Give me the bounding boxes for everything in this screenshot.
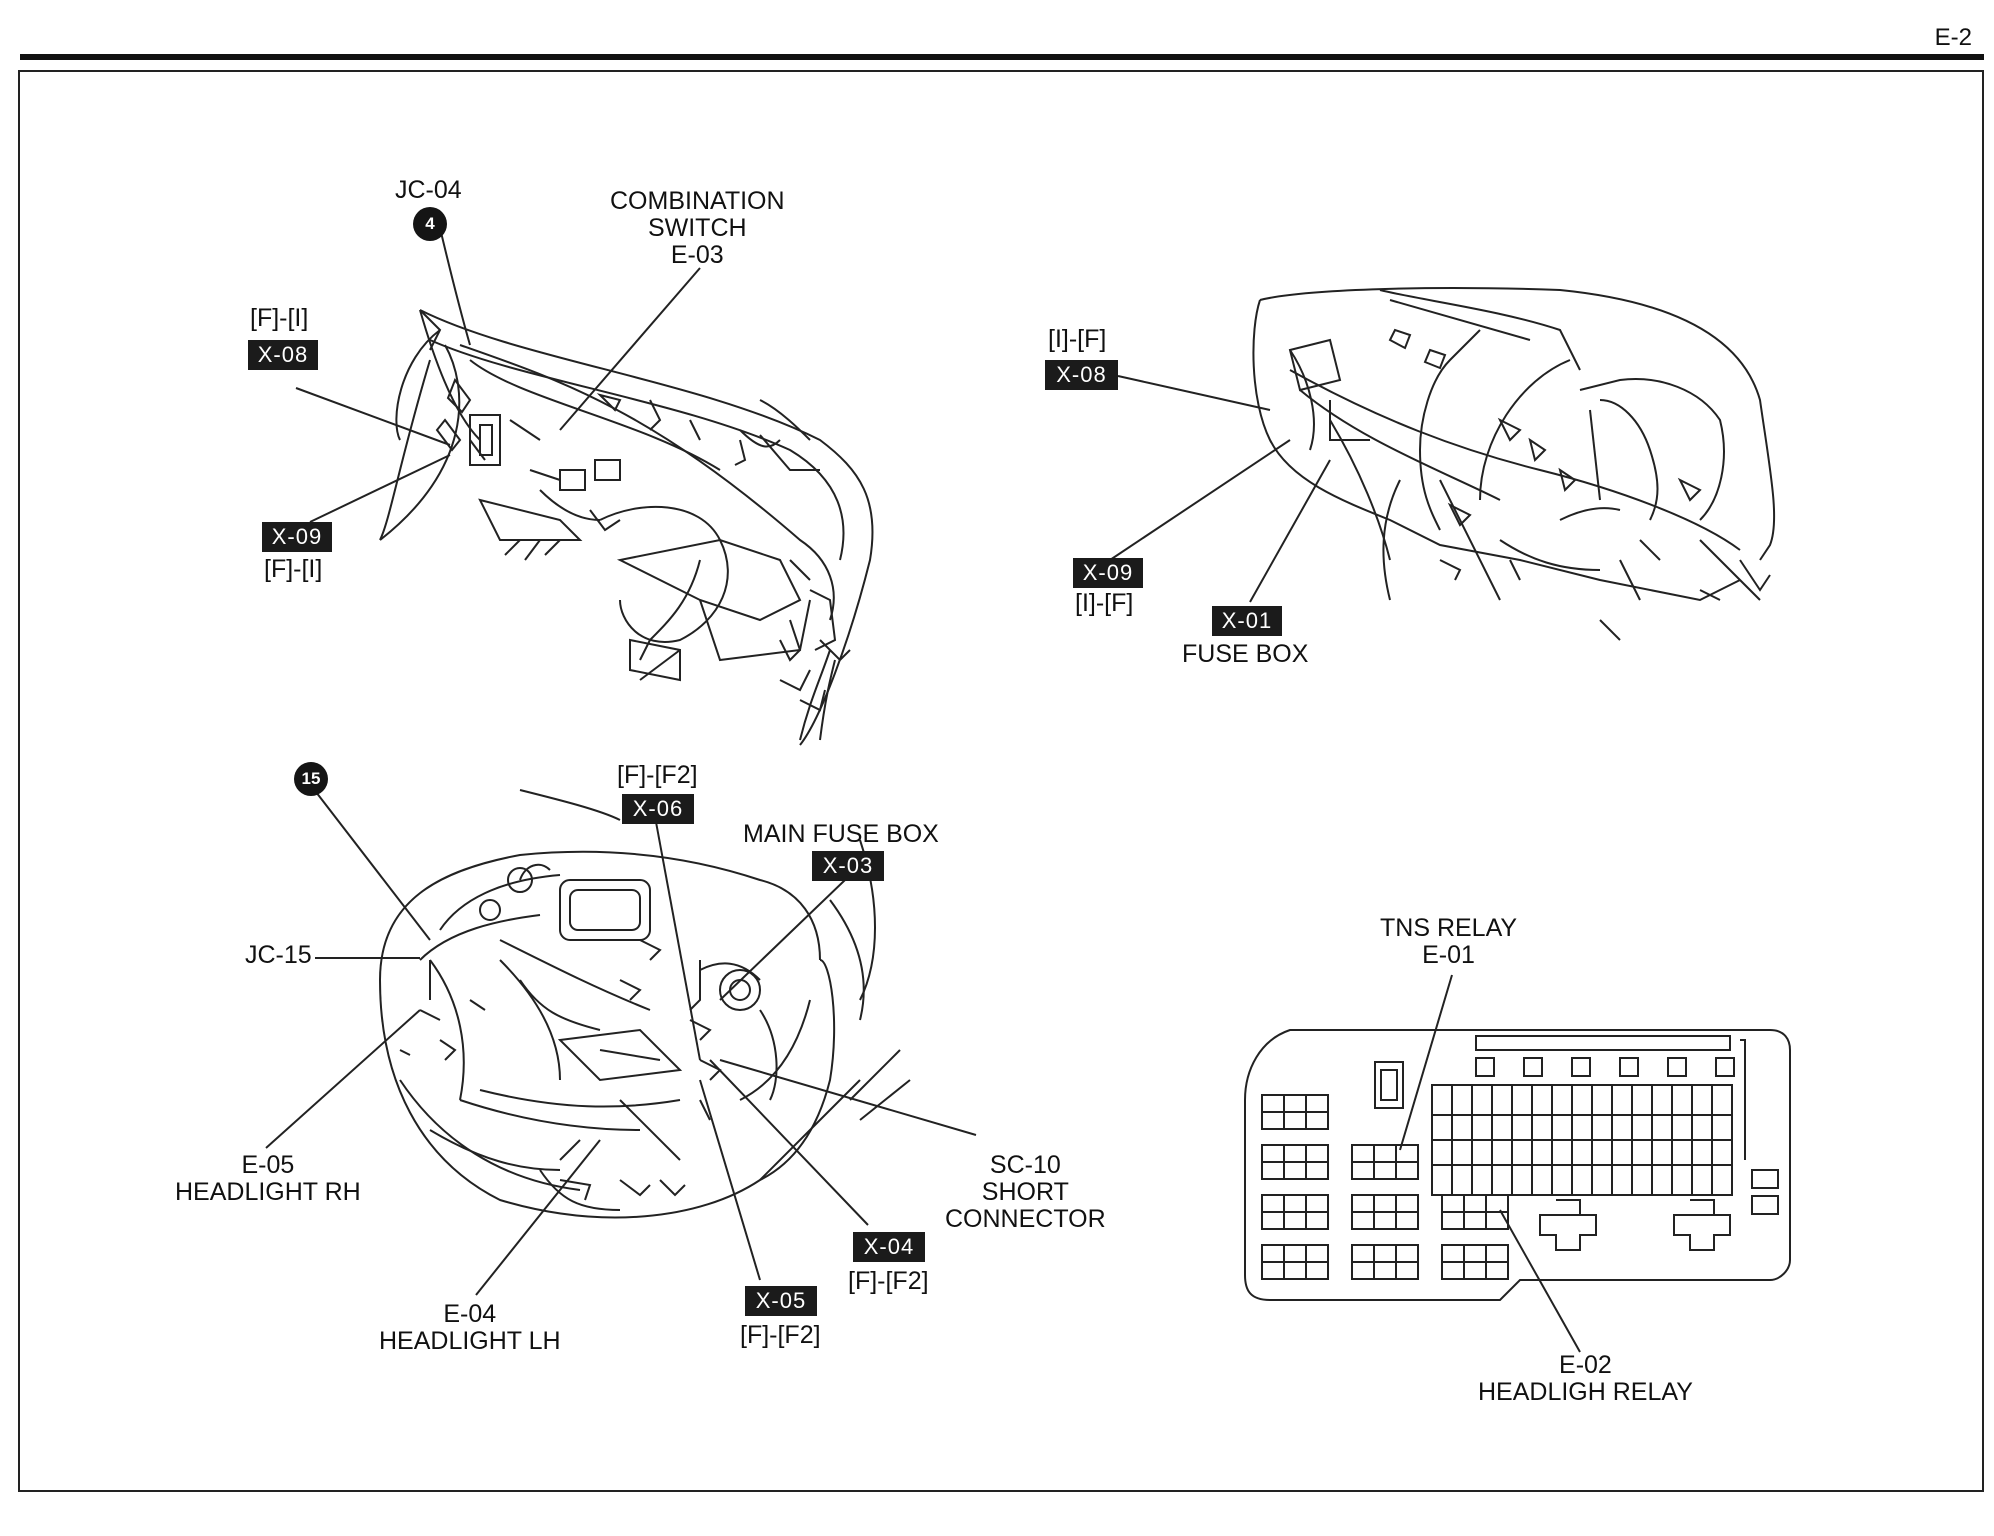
leader-x09-left xyxy=(309,454,451,523)
x09-left-code: X-09 xyxy=(262,522,332,552)
x09-right-range: [I]-[F] xyxy=(1075,589,1134,617)
x06-range: [F]-[F2] xyxy=(617,761,698,789)
main-fuse-box-label: MAIN FUSE BOX xyxy=(743,820,939,848)
leader-sc10 xyxy=(719,1059,977,1136)
sc10-line2: SHORT xyxy=(981,1178,1069,1206)
jc04-badge: 4 xyxy=(413,207,447,241)
leader-tns-relay xyxy=(1399,974,1453,1151)
leader-jc04 xyxy=(439,227,471,346)
tns-relay-code: E-01 xyxy=(1422,941,1475,969)
sc10-line3: CONNECTOR xyxy=(945,1205,1106,1233)
header-rule xyxy=(20,54,1984,60)
leader-e04 xyxy=(475,1139,601,1296)
leader-headlight-relay xyxy=(1499,1209,1581,1353)
dash-right-drawing xyxy=(1252,287,1776,641)
x09-left-range: [F]-[I] xyxy=(264,555,323,583)
leader-combination-switch xyxy=(559,267,701,431)
x08-left-range: [F]-[I] xyxy=(250,304,309,332)
x04-range: [F]-[F2] xyxy=(848,1267,929,1295)
x06-code: X-06 xyxy=(622,794,694,824)
e05-name: HEADLIGHT RH xyxy=(175,1178,361,1206)
combination-switch-code: E-03 xyxy=(670,241,724,269)
e04-label: E-04 HEADLIGHT LH xyxy=(379,1301,561,1355)
headlight-relay-label: E-02 HEADLIGH RELAY xyxy=(1478,1352,1693,1406)
e05-label: E-05 HEADLIGHT RH xyxy=(175,1152,361,1206)
sc10-label: SC-10 SHORT CONNECTOR xyxy=(945,1152,1106,1233)
page-code: E-2 xyxy=(1934,24,1972,51)
leader-x08-right xyxy=(1117,375,1271,411)
leader-x06 xyxy=(655,821,701,1061)
x08-right-range: [I]-[F] xyxy=(1048,325,1107,353)
leader-x05 xyxy=(699,1079,761,1281)
diagram-frame xyxy=(18,70,1984,1492)
x01-code: X-01 xyxy=(1212,606,1282,636)
headlight-relay-code: E-02 xyxy=(1559,1351,1612,1379)
leader-x09-right xyxy=(1109,439,1291,561)
x04-code: X-04 xyxy=(853,1232,925,1262)
leader-x08-left xyxy=(295,387,451,446)
leader-e05 xyxy=(265,1009,421,1149)
leader-main-fuse xyxy=(719,879,846,1001)
relay-box-drawing xyxy=(1244,1029,1791,1301)
headlight-relay-name: HEADLIGH RELAY xyxy=(1478,1378,1693,1406)
e04-code: E-04 xyxy=(443,1300,497,1328)
tns-relay-label: TNS RELAY E-01 xyxy=(1380,915,1517,969)
x05-code: X-05 xyxy=(745,1286,817,1316)
e04-name: HEADLIGHT LH xyxy=(379,1327,561,1355)
fuse-box-label: FUSE BOX xyxy=(1182,640,1309,668)
combination-switch-label: COMBINATION SWITCH E-03 xyxy=(610,188,785,269)
leader-x04 xyxy=(709,1059,869,1226)
dash-harness-left-drawing xyxy=(379,309,874,746)
sc10-code: SC-10 xyxy=(989,1151,1061,1179)
jc15-label: JC-15 xyxy=(245,941,312,969)
x05-range: [F]-[F2] xyxy=(740,1321,821,1349)
combination-switch-line2: SWITCH xyxy=(647,214,747,242)
x08-right-code: X-08 xyxy=(1045,360,1118,390)
jc15-badge: 15 xyxy=(294,762,328,796)
leader-jc15 xyxy=(315,791,431,941)
combination-switch-line1: COMBINATION xyxy=(610,187,785,215)
x08-left-code: X-08 xyxy=(248,340,318,370)
x09-right-code: X-09 xyxy=(1073,558,1143,588)
leader-x01 xyxy=(1249,459,1331,603)
tns-relay-name: TNS RELAY xyxy=(1380,914,1518,942)
jc04-label: JC-04 xyxy=(395,176,462,204)
e05-code: E-05 xyxy=(241,1151,295,1179)
x03-code: X-03 xyxy=(812,851,884,881)
